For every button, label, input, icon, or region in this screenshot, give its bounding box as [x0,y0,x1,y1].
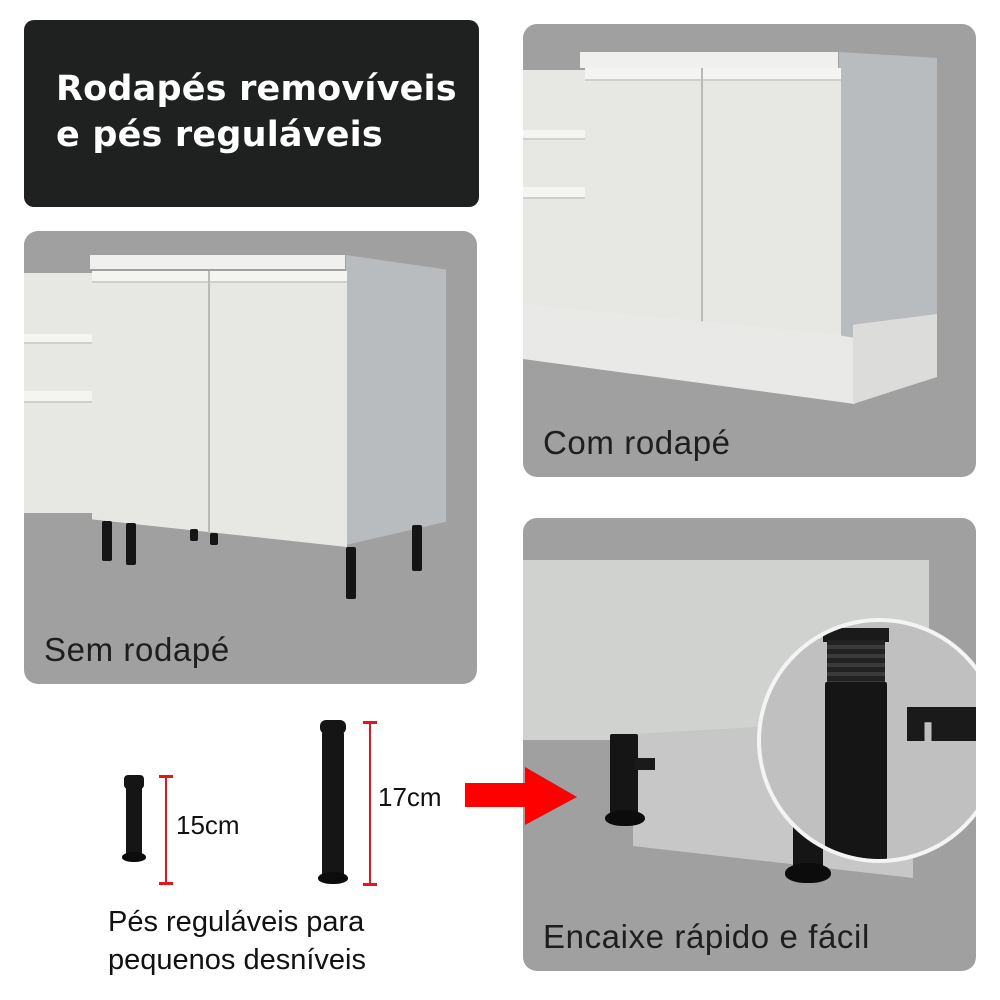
leg [190,529,198,541]
measure-15cm [159,775,173,885]
caption-com-rodape: Com rodapé [543,424,731,461]
leg-closeup [825,682,887,859]
caption-sem-rodape: Sem rodapé [44,631,230,668]
label-17cm: 17cm [378,782,442,812]
description-line-1: Pés reguláveis para [108,906,365,938]
measure-17cm [363,721,377,886]
leg [346,547,356,599]
label-15cm: 15cm [176,810,240,840]
panel-with-plinth: Com rodapé [523,24,976,477]
caption-encaixe: Encaixe rápido e fácil [543,918,870,955]
leg [126,523,136,565]
title-line-2: e pés reguláveis [56,115,383,155]
panel-quick-fit: Encaixe rápido e fácil [523,518,976,971]
description-line-2: pequenos desníveis [108,944,366,976]
leg [210,533,218,545]
title-line-1: Rodapés removíveis [56,69,457,109]
zoom-detail-circle [757,618,976,863]
panel-without-plinth: Sem rodapé [24,231,477,684]
leg [102,521,112,561]
clip-closeup [907,707,976,741]
leg-clip [635,758,655,770]
arrow-right-icon [465,767,577,825]
title-banner: Rodapés removíveis e pés reguláveis [24,20,479,207]
leg [412,525,422,571]
leg [610,734,638,814]
feet-description: Pés reguláveis para pequenos desníveis [108,903,366,979]
